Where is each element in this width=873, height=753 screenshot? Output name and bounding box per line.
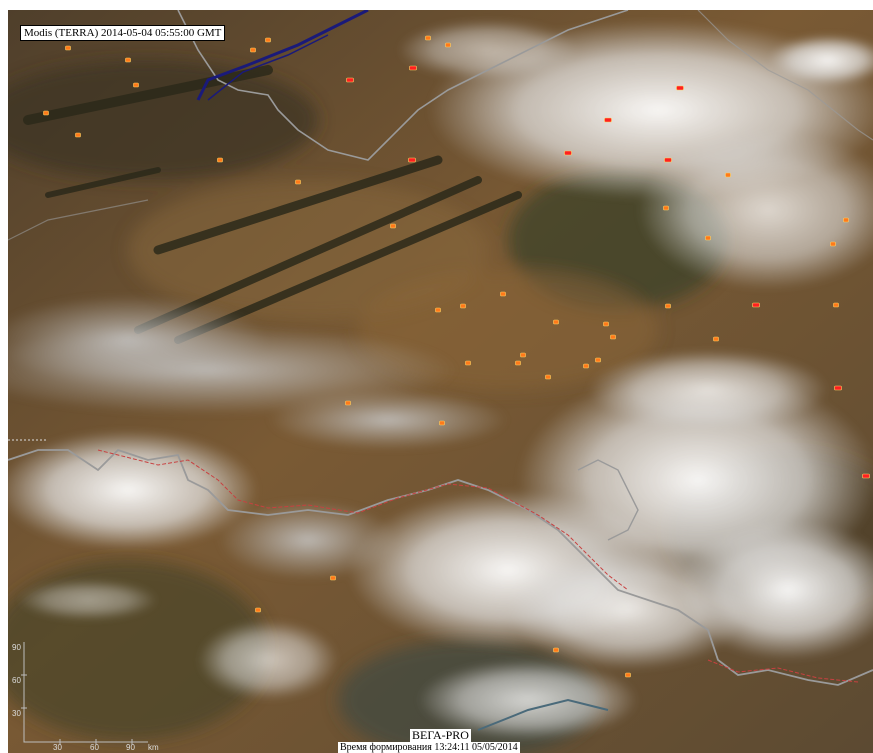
fire-hotspot: [725, 172, 731, 178]
scale-tick-y-30: 30: [12, 709, 21, 718]
scale-tick-x-60: 60: [90, 743, 99, 752]
fire-hotspot: [834, 385, 842, 391]
fire-hotspot: [65, 45, 71, 51]
fire-hotspot: [603, 321, 609, 327]
fire-hotspot: [445, 42, 451, 48]
scale-bar: [21, 642, 148, 745]
fire-hotspot: [583, 363, 589, 369]
fire-hotspot: [676, 85, 684, 91]
fire-hotspot: [665, 303, 671, 309]
water-body: [196, 10, 609, 731]
fire-hotspot: [265, 37, 271, 43]
fire-hotspot: [43, 110, 49, 116]
fire-hotspot: [553, 647, 559, 653]
fire-hotspot: [752, 302, 760, 308]
fire-hotspot: [610, 334, 616, 340]
fire-hotspot: [75, 132, 81, 138]
scale-tick-y-90: 90: [12, 643, 21, 652]
map-title: Modis (TERRA) 2014-05-04 05:55:00 GMT: [20, 25, 226, 41]
fire-hotspot: [520, 352, 526, 358]
formed-time: Время формирования 13:24:11 05/05/2014: [338, 742, 520, 753]
fire-hotspot: [295, 179, 301, 185]
fire-hotspot: [604, 117, 612, 123]
fire-hotspot: [439, 420, 445, 426]
satellite-map[interactable]: Modis (TERRA) 2014-05-04 05:55:00 GMT 90…: [8, 10, 873, 753]
fire-hotspot: [250, 47, 256, 53]
fire-hotspot: [843, 217, 849, 223]
brand-label: ВЕГА-PRO: [410, 728, 471, 742]
fire-hotspot: [408, 157, 416, 163]
fire-hotspot: [830, 241, 836, 247]
fire-hotspot: [705, 235, 711, 241]
fire-hotspot: [553, 319, 559, 325]
fire-hotspot: [545, 374, 551, 380]
fire-hotspot: [435, 307, 441, 313]
fire-hotspot: [255, 607, 261, 613]
satellite-map-image: [8, 10, 873, 753]
fire-hotspot: [862, 473, 870, 479]
fire-hotspot: [133, 82, 139, 88]
scale-tick-x-90: 90: [126, 743, 135, 752]
cloud-cover: [8, 20, 873, 740]
scale-unit: km: [148, 743, 159, 752]
borders: [8, 10, 873, 686]
scale-tick-y-60: 60: [12, 676, 21, 685]
fire-hotspot: [664, 157, 672, 163]
fire-hotspot: [217, 157, 223, 163]
fire-hotspot: [564, 150, 572, 156]
fire-hotspot: [515, 360, 521, 366]
fire-hotspot: [125, 57, 131, 63]
scale-tick-x-30: 30: [53, 743, 62, 752]
fire-hotspot: [425, 35, 431, 41]
fire-hotspot: [625, 672, 631, 678]
fire-hotspot: [833, 302, 839, 308]
fire-hotspots: [43, 35, 870, 678]
fire-hotspot: [390, 223, 396, 229]
fire-hotspot: [663, 205, 669, 211]
fire-hotspot: [330, 575, 336, 581]
fire-hotspot: [465, 360, 471, 366]
fire-hotspot: [346, 77, 354, 83]
fire-hotspot: [500, 291, 506, 297]
fire-hotspot: [713, 336, 719, 342]
fire-hotspot: [460, 303, 466, 309]
fire-hotspot: [345, 400, 351, 406]
fire-hotspot: [595, 357, 601, 363]
fire-hotspot: [409, 65, 417, 71]
